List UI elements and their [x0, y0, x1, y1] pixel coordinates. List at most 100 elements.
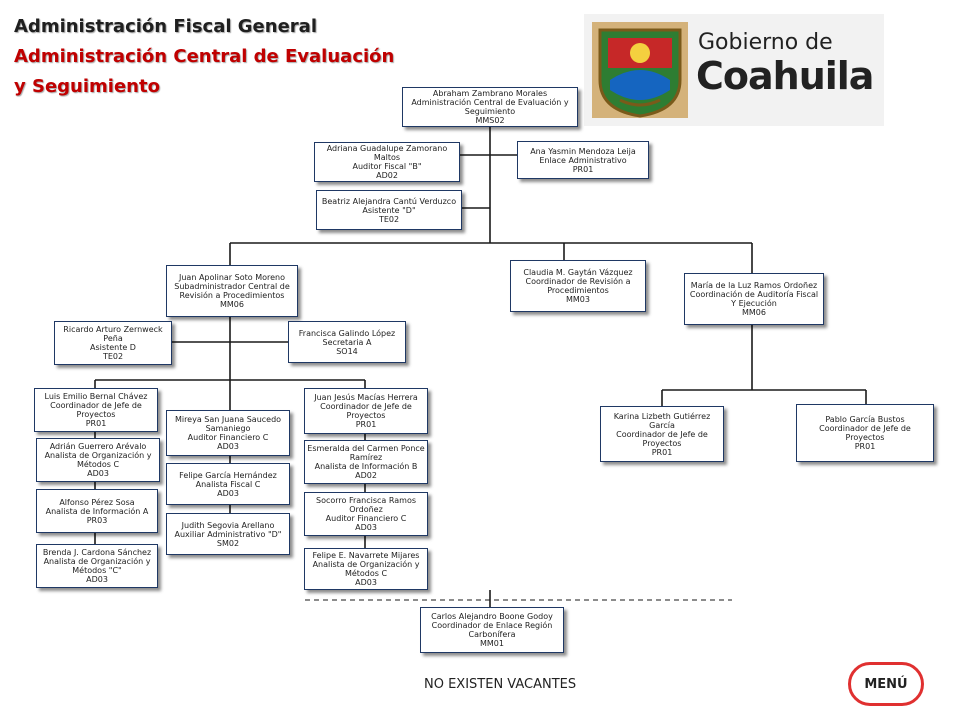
box-name: Ricardo Arturo Zernweck Peña: [63, 325, 163, 343]
title-line-3: y Seguimiento: [14, 76, 160, 97]
box-code: MM03: [566, 295, 590, 304]
box-name: Felipe García Hernández: [179, 470, 277, 480]
box-position: Auditor Fiscal "B": [352, 162, 422, 171]
box-position: Coordinador de Jefe de Proyectos: [50, 401, 142, 419]
box-code: PR01: [651, 447, 673, 457]
gobierno-coahuila-logo: Gobierno de Coahuila: [584, 14, 884, 126]
org-box-francisca: Francisca Galindo López Secretaria A SO1…: [288, 321, 406, 363]
box-code: PR01: [355, 420, 377, 429]
box-code: SM02: [216, 538, 240, 548]
box-name: Brenda J. Cardona Sánchez: [42, 548, 152, 557]
org-box-judith: Judith Segovia Arellano Auxiliar Adminis…: [166, 513, 290, 555]
box-position: Analista Fiscal C: [195, 479, 261, 489]
box-name: Alfonso Pérez Sosa: [59, 497, 135, 507]
org-box-maria: María de la Luz Ramos Ordoñez Coordinaci…: [684, 273, 824, 325]
org-box-esmeralda: Esmeralda del Carmen Ponce Ramírez Anali…: [304, 440, 428, 484]
org-box-abraham: Abraham Zambrano Morales Administración …: [402, 87, 578, 127]
box-name: Mireya San Juana Saucedo Samaniego: [174, 415, 282, 433]
org-box-pablo: Pablo García Bustos Coordinador de Jefe …: [796, 404, 934, 462]
box-name: Claudia M. Gaytán Vázquez: [523, 268, 633, 277]
org-box-claudia: Claudia M. Gaytán Vázquez Coordinador de…: [510, 260, 646, 312]
box-code: PR03: [86, 515, 108, 525]
org-box-beatriz: Beatriz Alejandra Cantú Verduzco Asisten…: [316, 190, 462, 230]
box-position: Subadministrador Central de Revisión a P…: [174, 282, 290, 300]
box-position: Analista de Organización y Métodos C: [44, 451, 152, 469]
box-position: Coordinador de Revisión a Procedimientos: [525, 277, 631, 295]
box-code: MM06: [742, 308, 766, 317]
box-code: AD02: [355, 471, 377, 480]
box-code: AD02: [376, 171, 398, 180]
box-code: SO14: [336, 346, 358, 356]
box-name: Karina Lizbeth Gutiérrez García: [613, 411, 711, 430]
box-name: Adriana Guadalupe Zamorano Maltos: [326, 144, 448, 162]
box-code: MM01: [480, 639, 504, 648]
org-box-socorro: Socorro Francisca Ramos Ordoñez Auditor …: [304, 492, 428, 536]
box-position: Coordinador de Enlace Región Carbonífera: [431, 621, 553, 639]
org-box-karina: Karina Lizbeth Gutiérrez García Coordina…: [600, 406, 724, 462]
box-name: Felipe E. Navarrete Mijares: [312, 551, 420, 560]
box-code: AD03: [87, 469, 109, 478]
box-name: Abraham Zambrano Morales: [432, 89, 548, 98]
org-box-brenda: Brenda J. Cardona Sánchez Analista de Or…: [36, 544, 158, 588]
box-position: Secretaria A: [322, 337, 372, 347]
box-position: Auditor Financiero C: [325, 514, 407, 523]
box-code: AD03: [217, 442, 239, 451]
box-name: Beatriz Alejandra Cantú Verduzco: [321, 196, 457, 206]
org-box-juan-apolinar: Juan Apolinar Soto Moreno Subadministrad…: [166, 265, 298, 317]
logo-text-gobierno: Gobierno de: [698, 30, 833, 55]
box-code: MM06: [220, 300, 244, 309]
box-code: MMS02: [475, 116, 505, 125]
org-box-mireya: Mireya San Juana Saucedo Samaniego Audit…: [166, 410, 290, 456]
box-position: Analista de Organización y Métodos C: [312, 560, 420, 578]
box-code: PR01: [572, 164, 594, 174]
box-code: PR01: [85, 419, 107, 428]
box-code: AD03: [355, 578, 377, 587]
org-box-felipe-garcia: Felipe García Hernández Analista Fiscal …: [166, 463, 290, 505]
menu-button[interactable]: MENÚ: [848, 662, 924, 706]
box-position: Administración Central de Evaluación y S…: [411, 98, 569, 116]
box-position: Asistente "D": [362, 205, 416, 215]
box-name: María de la Luz Ramos Ordoñez: [690, 281, 818, 290]
box-name: Juan Jesús Macías Herrera: [314, 393, 418, 402]
box-code: TE02: [102, 352, 124, 361]
org-box-ricardo: Ricardo Arturo Zernweck Peña Asistente D…: [54, 321, 172, 365]
box-code: AD03: [86, 575, 108, 584]
box-position: Auditor Financiero C: [187, 433, 269, 442]
box-position: Coordinador de Jefe de Proyectos: [819, 424, 911, 442]
box-name: Judith Segovia Arellano: [181, 520, 275, 530]
org-box-adriana: Adriana Guadalupe Zamorano Maltos Audito…: [314, 142, 460, 182]
box-position: Analista de Organización y Métodos "C": [43, 557, 151, 575]
box-position: Analista de Información A: [45, 506, 149, 516]
box-name: Francisca Galindo López: [298, 328, 396, 338]
org-box-adrian: Adrián Guerrero Arévalo Analista de Orga…: [36, 438, 160, 482]
org-box-ana: Ana Yasmin Mendoza Leija Enlace Administ…: [517, 141, 649, 179]
box-position: Coordinador de Jefe de Proyectos: [616, 429, 708, 448]
box-name: Ana Yasmin Mendoza Leija: [530, 146, 636, 156]
title-line-1: Administración Fiscal General: [14, 16, 317, 37]
box-name: Adrián Guerrero Arévalo: [49, 442, 147, 451]
box-code: PR01: [854, 442, 876, 451]
vacancies-note: NO EXISTEN VACANTES: [424, 677, 577, 692]
org-box-juan-jesus: Juan Jesús Macías Herrera Coordinador de…: [304, 388, 428, 434]
box-position: Coordinador de Jefe de Proyectos: [320, 402, 412, 420]
org-box-luis: Luis Emilio Bernal Chávez Coordinador de…: [34, 388, 158, 432]
box-position: Auxiliar Administrativo "D": [174, 529, 282, 539]
box-name: Juan Apolinar Soto Moreno: [179, 273, 285, 282]
title-line-2: Administración Central de Evaluación: [14, 46, 395, 67]
box-name: Esmeralda del Carmen Ponce Ramírez: [307, 444, 425, 462]
coahuila-coat-of-arms-icon: [592, 22, 688, 118]
box-code: AD03: [217, 488, 239, 498]
box-name: Luis Emilio Bernal Chávez: [44, 392, 148, 401]
box-name: Carlos Alejandro Boone Godoy: [431, 612, 553, 621]
org-box-alfonso: Alfonso Pérez Sosa Analista de Informaci…: [36, 489, 158, 533]
box-name: Pablo García Bustos: [825, 415, 905, 424]
org-box-felipe-navarrete: Felipe E. Navarrete Mijares Analista de …: [304, 548, 428, 590]
org-box-carlos: Carlos Alejandro Boone Godoy Coordinador…: [420, 607, 564, 653]
box-code: TE02: [378, 214, 400, 224]
logo-text-coahuila: Coahuila: [696, 54, 874, 98]
box-code: AD03: [355, 523, 377, 532]
box-position: Analista de Información B: [314, 462, 418, 471]
box-position: Asistente D: [90, 343, 136, 352]
box-position: Enlace Administrativo: [539, 155, 627, 165]
box-position: Coordinación de Auditoría Fiscal Y Ejecu…: [689, 290, 819, 308]
